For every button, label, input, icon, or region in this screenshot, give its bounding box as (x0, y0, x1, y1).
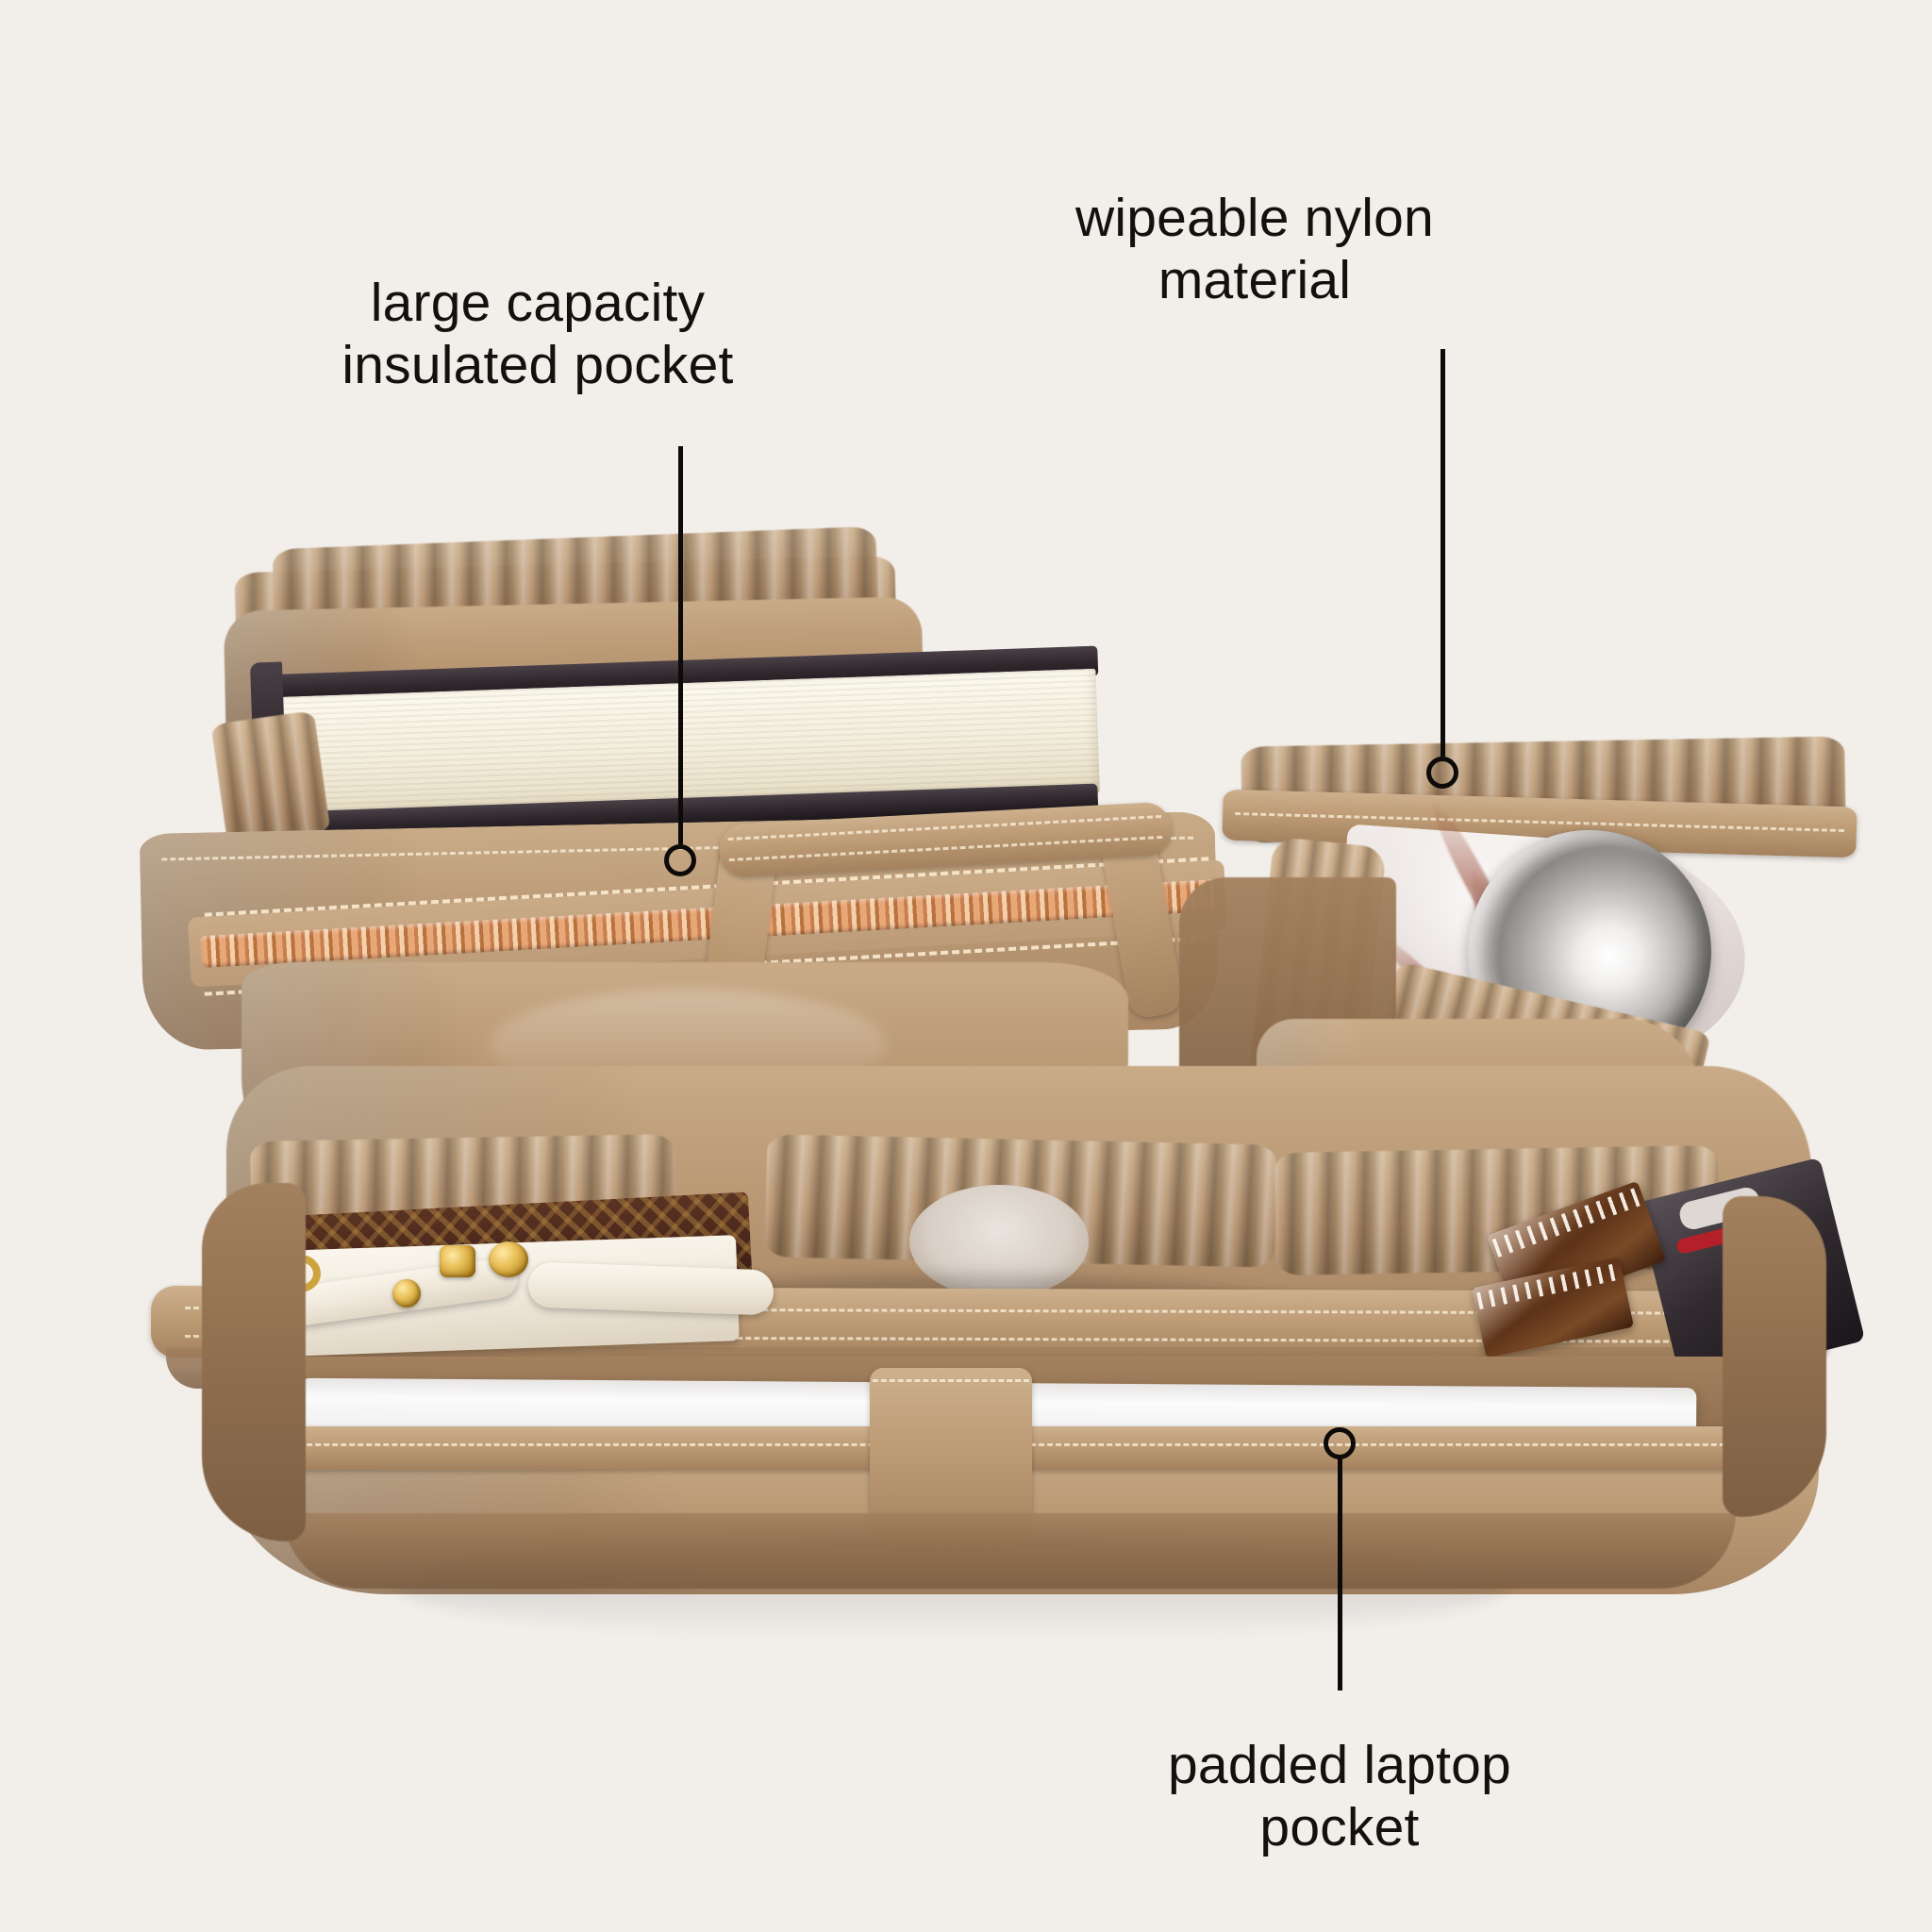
leader-dot-nylon-material (1426, 757, 1458, 789)
right-outer-side-wall (1723, 1196, 1826, 1517)
center-gap-opening (909, 1185, 1089, 1298)
bag-base-edge (283, 1513, 1736, 1589)
left-outer-side-wall (202, 1183, 306, 1541)
wallet-strap-stud (392, 1279, 421, 1307)
wallet-ring-hardware (489, 1241, 528, 1277)
white-wallet-flap (527, 1261, 774, 1316)
right-trim-stitch (1235, 811, 1844, 833)
leader-dot-insulated-pocket (664, 844, 696, 876)
ruched-nylon-left (210, 709, 331, 847)
leader-line-laptop-pocket (1338, 1458, 1342, 1690)
handle-stitch-d (728, 835, 1163, 862)
callout-label-insulated-pocket: large capacity insulated pocket (341, 273, 734, 396)
callout-label-laptop-pocket: padded laptop pocket (1168, 1735, 1511, 1858)
tab-stitch-a (873, 1379, 1029, 1382)
leader-line-nylon-material (1441, 349, 1445, 757)
callout-label-nylon-material: wipeable nylon material (1075, 188, 1434, 311)
leader-dot-laptop-pocket (1324, 1427, 1356, 1459)
wallet-zipper-pull (440, 1245, 475, 1277)
leader-line-insulated-pocket (678, 446, 683, 844)
